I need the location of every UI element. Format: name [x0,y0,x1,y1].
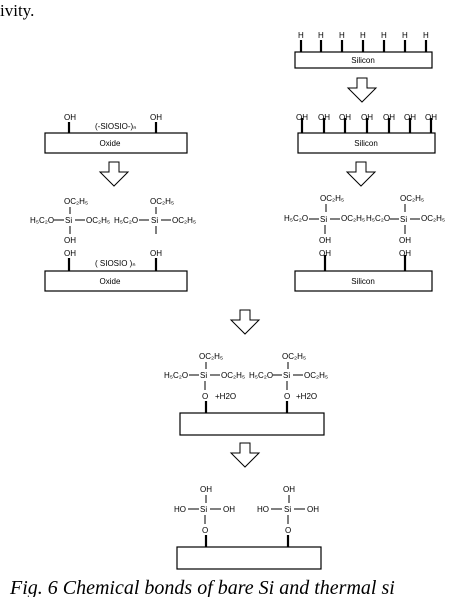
oh-r1: OH [296,113,308,122]
h-atom-4: H [360,31,366,40]
silicon-label-1: Silicon [351,56,375,65]
o-ce: O [202,392,208,401]
oh-ls-1: OH [64,249,76,258]
si-lb: Si [151,216,158,225]
oc2h5-la-right: OC₂H₅ [86,216,110,225]
h-atom-3: H [339,31,345,40]
o-h: O [285,526,291,535]
h-atom-5: H [381,31,387,40]
oxide-label-1: Oxide [100,139,121,148]
oc2h5-ra-top: OC₂H₅ [320,194,344,203]
oh-g-top: OH [200,485,212,494]
arrow-center-1 [229,309,261,335]
condensation-step: OC₂H₅ H₅C₂O Si OC₂H₅ O +H2O OC₂H₅ H₅C₂O … [164,352,328,436]
oh-ra-bottom: OH [319,236,331,245]
silicon-label-3: Silicon [351,277,375,286]
top-text-fragment: ivity. [0,1,34,20]
h-atom-7: H [423,31,429,40]
oc2h5-ra-right: OC₂H₅ [341,214,365,223]
oh-rs-2: OH [399,249,411,258]
h5c2o-cf-left: H₅C₂O [249,371,273,380]
oh-h-top: OH [283,485,295,494]
plus-h2o-2: +H2O [296,392,317,401]
arrow-left-1 [98,161,130,187]
oh-r4: OH [361,113,373,122]
oc2h5-ce-right: OC₂H₅ [221,371,245,380]
oc2h5-cf-right: OC₂H₅ [304,371,328,380]
oc2h5-ce-top: OC₂H₅ [199,352,223,361]
figure-caption: Fig. 6 Chemical bonds of bare Si and the… [9,577,395,597]
oh-h-right: OH [307,505,319,514]
ho-h-left: HO [257,505,269,514]
o-cf: O [284,392,290,401]
silicon-substrate-1 [294,51,433,69]
silicon-substrate-2 [297,132,436,154]
oxide-substrate-2 [44,270,188,292]
oc2h5-la-top: OC₂H₅ [64,197,88,206]
h5c2o-la-left: H₅C₂O [30,216,54,225]
h5c2o-ce-left: H₅C₂O [164,371,188,380]
arrow-right-2 [345,161,377,187]
oxide-label-2: Oxide [100,277,121,286]
silicon-h-terminated: H H H H H H H Silicon [294,31,433,69]
oh-lo-1: OH [64,113,76,122]
si-ce: Si [200,371,207,380]
substrate-final [176,546,322,570]
h5c2o-rb-left: H₅C₂O [366,214,390,223]
oc2h5-lb-right: OC₂H₅ [172,216,196,225]
oh-rb-bottom: OH [399,236,411,245]
bonded-silanol: OH HO Si OH O OH HO Si OH O [174,485,322,570]
h5c2o-lb-left: H₅C₂O [114,216,138,225]
si-h: Si [284,505,291,514]
oc2h5-rb-top: OC₂H₅ [400,194,424,203]
plus-h2o-1: +H2O [215,392,236,401]
silicon-label-2: Silicon [354,139,378,148]
silicon-oh-terminated: OH OH OH OH OH OH OH Silicon [296,113,437,154]
si-ra: Si [320,215,327,224]
oh-ls-2: OH [150,249,162,258]
oh-la-bottom: OH [64,236,76,245]
si-cf: Si [283,371,290,380]
oc2h5-cf-top: OC₂H₅ [282,352,306,361]
oh-r5: OH [383,113,395,122]
oxide-silane-adsorbed: OC₂H₅ H₅C₂O Si OC₂H₅ OH OC₂H₅ H₅C₂O Si O… [30,197,196,292]
silicon-substrate-3 [294,270,433,292]
oh-r3: OH [339,113,351,122]
o-g: O [202,526,208,535]
oxide-substrate-1 [44,132,188,154]
h-atom-6: H [402,31,408,40]
h-atom-2: H [318,31,324,40]
siosio-top: (-SIOSIO-)ₙ [95,122,136,131]
h5c2o-ra-left: H₅C₂O [284,214,308,223]
oc2h5-rb-right: OC₂H₅ [421,214,445,223]
arrow-center-2 [229,442,261,468]
oh-r7: OH [425,113,437,122]
si-g: Si [200,505,207,514]
oxide-oh-terminated: OH OH (-SIOSIO-)ₙ Oxide [44,113,188,154]
si-la: Si [65,216,72,225]
oc2h5-lb-top: OC₂H₅ [150,197,174,206]
ho-g-left: HO [174,505,186,514]
substrate-condensed [179,412,325,436]
arrow-right-1 [346,77,378,103]
oh-g-right: OH [223,505,235,514]
silicon-silane-adsorbed: OC₂H₅ H₅C₂O Si OC₂H₅ OH OC₂H₅ H₅C₂O Si O… [284,194,445,292]
oh-rs-1: OH [319,249,331,258]
si-rb: Si [400,215,407,224]
oh-r6: OH [404,113,416,122]
oh-r2: OH [318,113,330,122]
siosio-bottom: ( SIOSIO )ₙ [95,259,136,268]
oh-lo-2: OH [150,113,162,122]
h-atom-1: H [298,31,304,40]
